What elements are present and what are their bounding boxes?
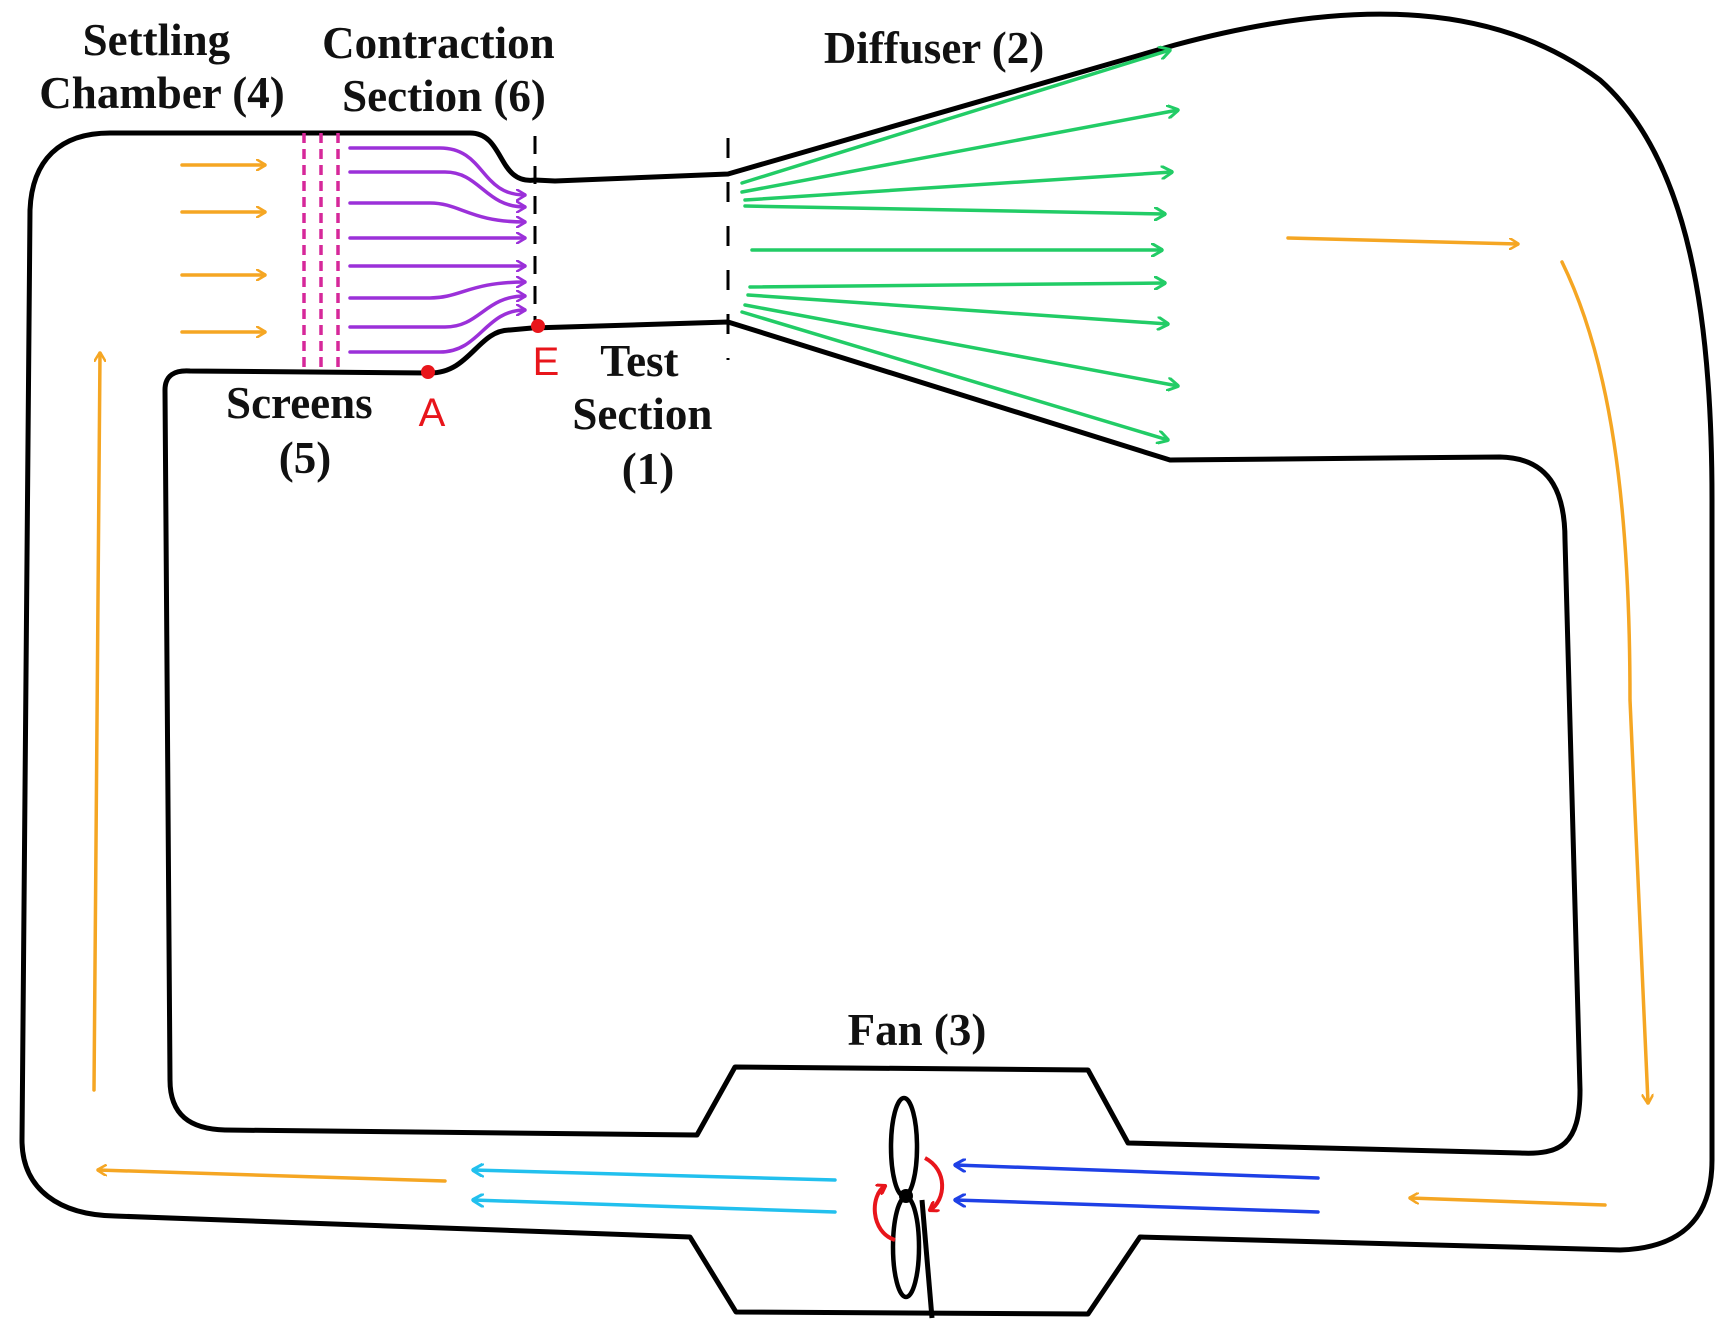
screens xyxy=(302,133,340,372)
streamline xyxy=(348,170,527,207)
rotation-arrow xyxy=(872,1186,896,1242)
rotation-arrows-icon xyxy=(872,1156,945,1242)
streamline xyxy=(740,310,1168,440)
label-line: Test xyxy=(600,336,678,386)
streamline xyxy=(740,50,1170,185)
flow-arrow xyxy=(953,1200,1320,1214)
point-e-marker xyxy=(531,319,545,333)
flow-arrow xyxy=(92,351,100,1092)
fan-outlet-arrows xyxy=(471,1170,837,1214)
fan-hub xyxy=(899,1189,913,1203)
streamline xyxy=(348,310,527,354)
streamline xyxy=(348,296,527,329)
rotation-arrow xyxy=(923,1156,945,1210)
streamline xyxy=(740,110,1178,194)
label-line: Diffuser (2) xyxy=(824,23,1044,73)
settling-chamber-label: Settling Chamber (4) xyxy=(39,15,284,118)
contraction-streamlines xyxy=(348,146,527,354)
inner-wall xyxy=(162,319,1583,1156)
flow-arrow xyxy=(953,1165,1320,1180)
flow-arrow xyxy=(471,1170,837,1182)
streamline xyxy=(743,204,1167,214)
label-line: Contraction xyxy=(322,18,554,68)
propeller-icon xyxy=(888,1095,935,1319)
point-e-label: E xyxy=(533,340,560,384)
point-a: A xyxy=(419,365,446,435)
flow-arrow xyxy=(1408,1198,1607,1207)
streamline xyxy=(748,283,1167,287)
tunnel-walls xyxy=(19,11,1715,1317)
screens-label: Screens (5) xyxy=(226,378,384,483)
fan-blade-upper xyxy=(888,1095,920,1199)
label-line: Settling xyxy=(83,15,231,65)
contraction-section-label: Contraction Section (6) xyxy=(322,18,566,121)
label-line: Fan (3) xyxy=(848,1005,987,1055)
return-flow-arrows xyxy=(92,165,1648,1207)
flow-arrow xyxy=(1560,260,1648,1105)
flow-arrow xyxy=(96,1170,447,1183)
label-line: Section xyxy=(572,389,712,439)
streamline xyxy=(743,172,1174,202)
flow-arrow xyxy=(471,1200,837,1214)
outer-wall xyxy=(19,11,1715,1317)
label-line: (5) xyxy=(279,433,331,483)
label-line: Screens xyxy=(226,378,373,428)
fan-inlet-arrows xyxy=(953,1165,1320,1214)
fan-label: Fan (3) xyxy=(848,1005,987,1055)
streamline xyxy=(743,303,1178,386)
fan-shaft xyxy=(919,1199,935,1319)
test-section-label: Test Section (1) xyxy=(572,336,723,494)
diffuser-streamlines xyxy=(740,50,1178,440)
point-e: E xyxy=(531,319,559,384)
streamline xyxy=(348,282,527,300)
fan-blade-lower xyxy=(890,1194,922,1300)
flow-arrow xyxy=(1286,236,1520,244)
label-line: Chamber (4) xyxy=(39,68,284,118)
point-a-label: A xyxy=(419,391,446,435)
diffuser-label: Diffuser (2) xyxy=(824,23,1044,73)
point-a-marker xyxy=(421,365,435,379)
label-line: Section (6) xyxy=(342,71,546,121)
streamline xyxy=(746,293,1170,324)
label-line: (1) xyxy=(622,444,674,494)
streamline xyxy=(348,146,527,195)
streamline xyxy=(348,201,527,222)
